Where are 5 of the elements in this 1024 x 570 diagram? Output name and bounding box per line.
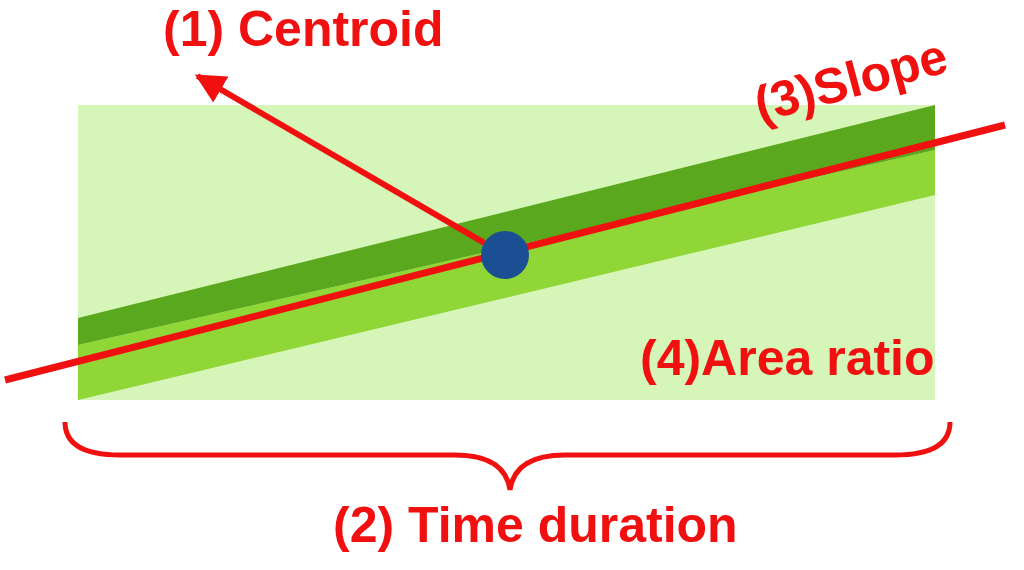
slope-label: (3)Slope bbox=[749, 30, 953, 130]
arrow bbox=[194, 73, 486, 246]
time-duration-label: (2) Time duration bbox=[333, 500, 738, 550]
area-ratio-label: (4)Area ratio bbox=[640, 333, 935, 383]
centroid-label: (1) Centroid bbox=[163, 4, 523, 76]
